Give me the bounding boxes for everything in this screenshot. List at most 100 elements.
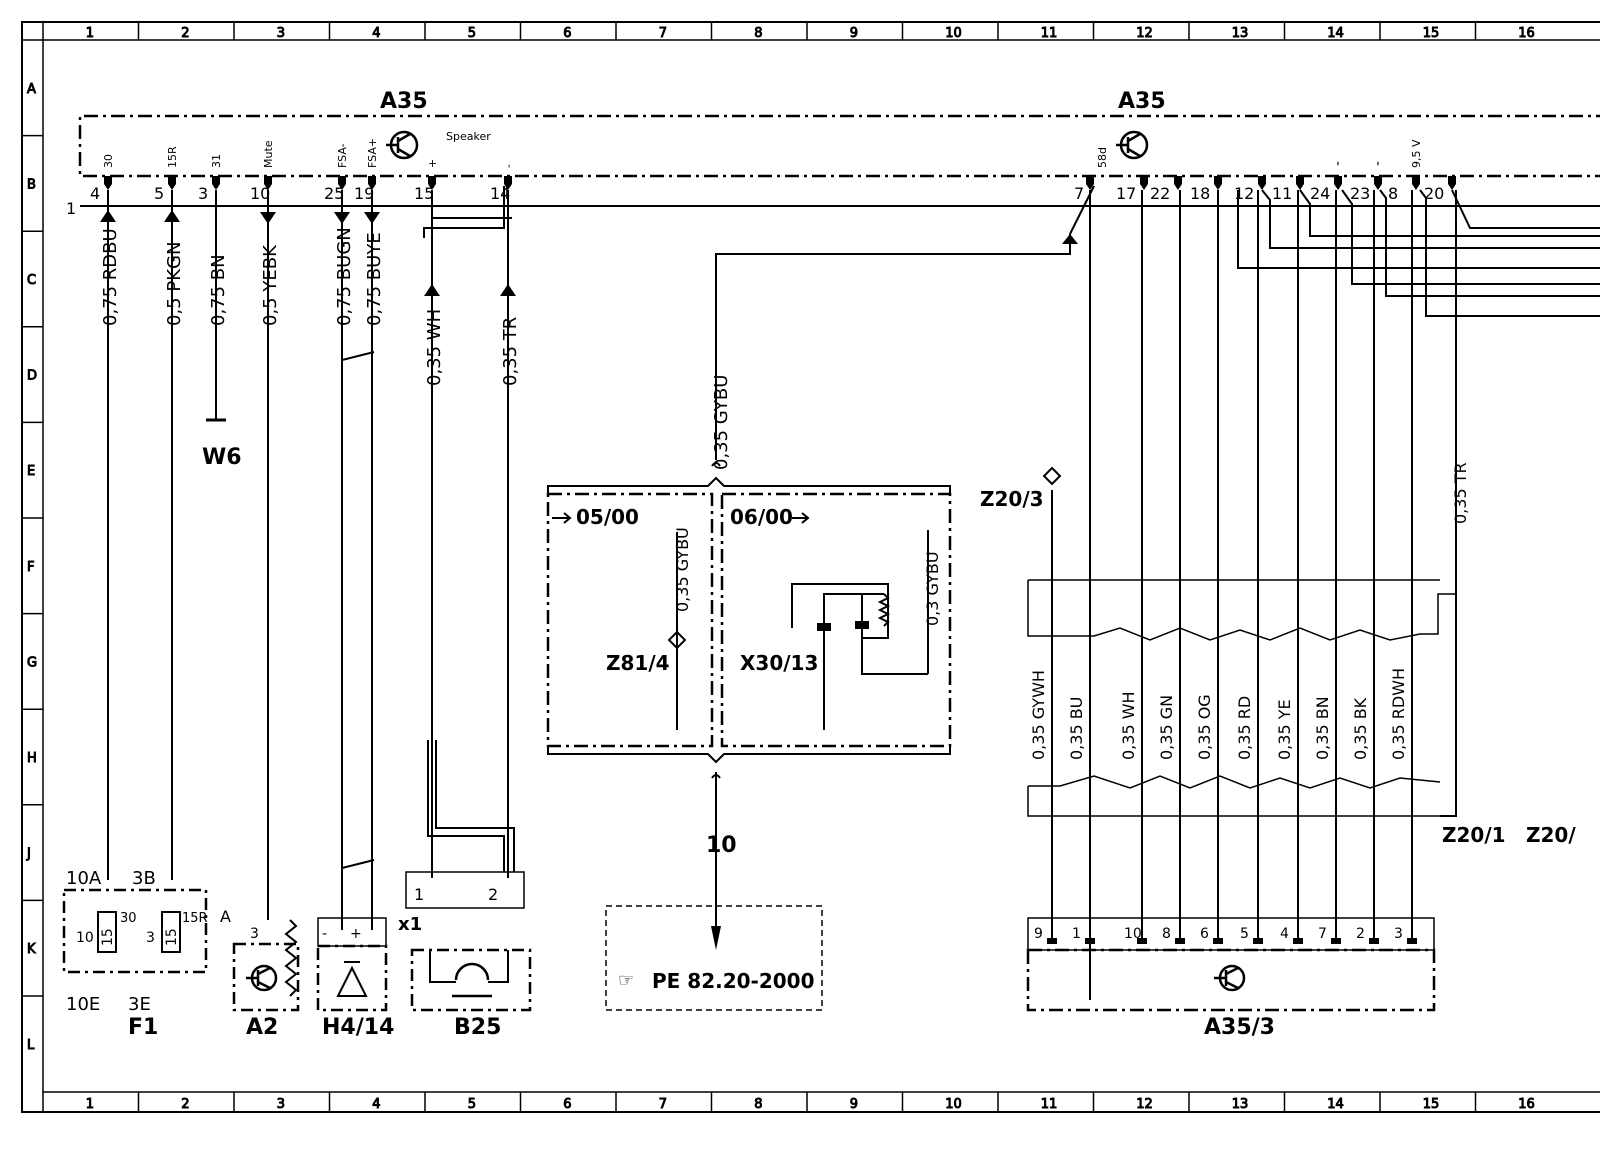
connector-pin-icon [1412,176,1420,190]
bundle-sheath-bottom-edge [1027,786,1440,817]
grid-col-label-bottom: 16 [1518,1097,1535,1112]
grid-col-label-top: 6 [563,26,571,41]
z81-4-label: Z81/4 [606,651,670,675]
a35-3-pin-icon [1369,938,1379,944]
wire-spec-label: 0,35 TR [500,317,521,386]
grid-col-label-top: 9 [850,26,858,41]
grid-col-label-top: 2 [181,26,189,41]
tr-wire-lower [1440,552,1457,817]
a35-3-pin-icon [1085,938,1095,944]
bundle-wire-label: 0,35 YE [1275,699,1294,760]
speaker-label: Speaker [446,130,491,143]
pin-number-label: 12 [1234,184,1254,203]
grid-col-label-bottom: 5 [468,1097,476,1112]
bundle-wire-label: 0,35 OG [1195,694,1214,760]
grid-row-label: C [27,273,36,288]
grid-col-label-top: 3 [277,26,285,41]
triangle-up-icon [500,284,516,296]
grid-col-label-top: 10 [945,26,962,41]
pin-number-label: 7 [1074,184,1084,203]
arrow-down-icon [711,926,721,950]
wire-spec-label: 0,5 YEBK [260,244,281,326]
connector-pin-icon [168,176,176,190]
grid-row-label: L [27,1038,35,1053]
connector-pin-icon [504,176,512,190]
pin-name-label: FSA- [336,143,349,168]
pin-minus-label: - [1370,161,1386,166]
a35-3-label: A35/3 [1204,1015,1275,1040]
pin-number-label: 8 [1388,184,1398,203]
connector-pin-icon [368,176,376,190]
fuse-3e-label: 3E [128,994,151,1015]
pin-number-label: 15 [414,184,434,203]
pin-number-label: 11 [1272,184,1292,203]
a2-transistor-icon [246,964,278,992]
a2-resistor-icon [284,919,298,997]
fuse-10a-label: 10A [66,868,102,889]
bundle-wire-label: 0,35 WH [1119,691,1138,760]
grid-col-label-bottom: 13 [1232,1097,1249,1112]
pin-number-label: 24 [1310,184,1330,203]
ref-one: 1 [66,199,76,218]
bundle-wire-label: 0,35 BN [1313,696,1332,760]
grid-col-label-bottom: 9 [850,1097,858,1112]
h4-14-module [316,944,388,1012]
grid-col-label-bottom: 1 [86,1097,94,1112]
grid-col-label-bottom: 6 [563,1097,571,1112]
a35-label-right: A35 [1118,89,1166,114]
grid-col-label-top: 13 [1232,26,1249,41]
pin-number-label: 4 [90,184,100,203]
grid-col-label-bottom: 12 [1136,1097,1153,1112]
z81-4-junction-icon [667,630,687,650]
connector-pin-icon [264,176,272,190]
pin-number-label: 5 [154,184,164,203]
grid-col-label-top: 5 [468,26,476,41]
connector-pin-icon [1374,176,1382,190]
grid-row-label: D [27,369,37,384]
grid-col-label-bottom: 4 [372,1097,380,1112]
a35-3-pin-icon [1253,938,1263,944]
pin-number-label: 19 [354,184,374,203]
grid-row-label: J [26,847,31,862]
grid-col-label-top: 4 [372,26,380,41]
transistor-icon-right [1116,130,1149,160]
h4-14-connector [317,917,387,947]
wire-spec-label: 0,75 BN [208,254,229,326]
triangle-down-icon [260,212,276,224]
pe-reference-box [605,905,823,1011]
grid-row-label: E [27,464,35,479]
pe-arrow-number: 10 [706,833,737,858]
grid-col-label-bottom: 15 [1423,1097,1440,1112]
grid-row-label: B [27,177,36,192]
arrow-right-icon-2 [792,512,810,524]
pin-number-label: 18 [1190,184,1210,203]
z81-4-wire-label: 0,35 GYBU [673,527,692,612]
wire-spec-label: 0,75 BUYE [364,232,385,326]
connector-pin-icon [1174,176,1182,190]
pin-name-label: 15R [166,146,179,168]
a35-3-pin-number: 3 [1394,926,1403,942]
z20-3-label: Z20/3 [980,487,1044,511]
fuse-n3: 3 [146,930,155,946]
triangle-up-icon [424,284,440,296]
fuse-n10: 10 [76,930,94,946]
triangle-down-icon [364,212,380,224]
fuse-value-b: 15 [164,928,180,946]
fuse-3b-label: 3B [132,868,156,889]
a35-3-pin-icon [1137,938,1147,944]
grid-col-label-bottom: 14 [1327,1097,1344,1112]
grid-row-label: H [27,751,37,766]
a35-label-left: A35 [380,89,428,114]
grid-col-label-top: 8 [754,26,762,41]
transistor-icon-a35-3 [1214,964,1246,992]
bundle-wire-label: 0,35 BK [1351,697,1370,760]
grid-col-label-top: 7 [659,26,667,41]
transistor-icon [386,130,419,160]
grid-col-label-bottom: 2 [181,1097,189,1112]
a2-label: A2 [246,1015,278,1040]
h4-speaker-icon [336,961,368,997]
z20-3-junction-icon [1042,466,1062,486]
f1-fuse-block [62,888,208,974]
